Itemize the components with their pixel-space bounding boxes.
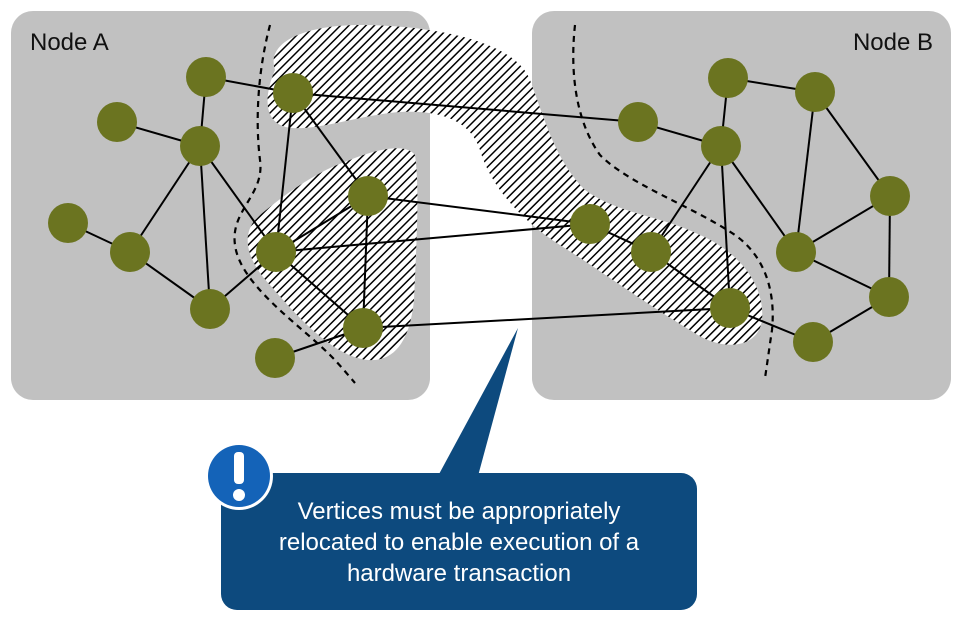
vertex-node [343,308,383,348]
vertex-node [97,102,137,142]
edge [720,145,731,309]
vertex-node [48,203,88,243]
edge [362,195,369,329]
vertex-node [795,72,835,112]
callout-line: relocated to enable execution of a [278,529,640,556]
vertex-node [348,176,388,216]
callout-box [221,473,697,610]
edge [199,145,211,310]
vertex-node [631,232,671,272]
vertex-node [190,289,230,329]
vertex-node [793,322,833,362]
node-b-label: Node B [853,29,933,56]
vertex-node [870,176,910,216]
vertices [48,57,910,378]
edge [292,92,639,123]
edge [362,307,731,329]
vertex-node [256,232,296,272]
vertex-node [618,102,658,142]
node-a-label: Node A [30,29,109,56]
vertex-node [255,338,295,378]
edge [129,145,201,253]
edge [650,145,722,253]
vertex-node [273,73,313,113]
edge [292,92,369,197]
vertex-node [710,288,750,328]
vertex-node [180,126,220,166]
vertex-node [708,58,748,98]
edge [814,91,891,197]
edge [795,91,816,253]
vertex-node [186,57,226,97]
callout-line: Vertices must be appropriately [297,498,621,525]
vertex-node [570,204,610,244]
vertex-node [110,232,150,272]
edge [199,145,277,253]
edge [367,195,591,225]
partition-cut-node-a [233,24,356,384]
vertex-node [869,277,909,317]
exclamation-icon [205,442,273,510]
edge [275,223,591,253]
callout-pointer [438,328,518,476]
vertex-node [701,126,741,166]
partition-cut-node-b [572,24,774,379]
callout [205,328,697,610]
callout-text: Vertices must be appropriately relocated… [225,496,693,589]
callout-line: hardware transaction [346,560,572,587]
edge [275,92,294,253]
edge [720,145,797,253]
vertex-node [776,232,816,272]
